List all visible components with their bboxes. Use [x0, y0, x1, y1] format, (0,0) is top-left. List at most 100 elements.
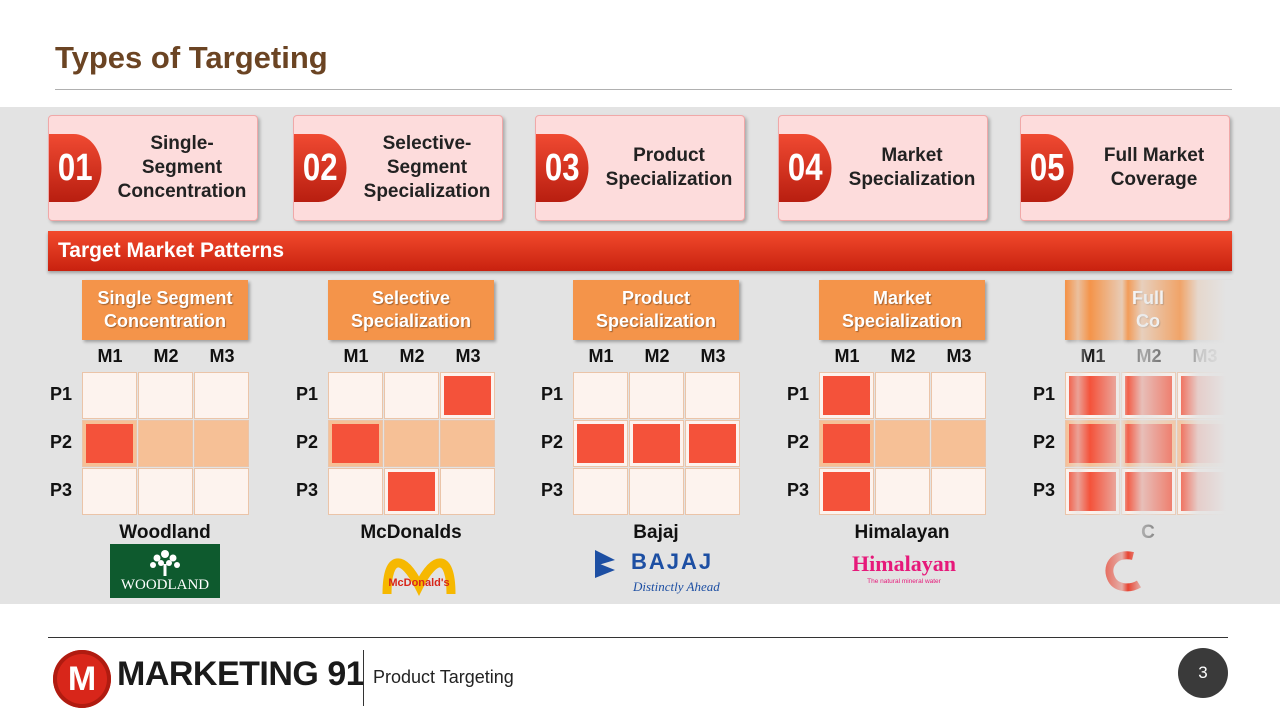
grid-cell-p2-m3 [194, 420, 249, 467]
market-label: M3 [946, 346, 972, 366]
market-label: M3 [700, 346, 726, 366]
grid-cell-p1-m2 [138, 372, 193, 419]
grid-cell-p2-m2 [629, 420, 684, 467]
bajaj-tagline: Distinctly Ahead [632, 579, 720, 594]
grid-cell-p3-m1 [819, 468, 874, 515]
grid-cell-p2-m2 [384, 420, 439, 467]
type-label: Full Market Coverage [1103, 145, 1205, 190]
grid-cell-p2-m3 [1177, 420, 1232, 467]
segment-targeted [1125, 424, 1172, 463]
market-label: M1 [1080, 346, 1106, 366]
himalayan-logo-text: Himalayan [852, 551, 956, 576]
pattern-heading: Selective Specialization [328, 280, 494, 340]
type-card-5[interactable]: 05 Full Market Coverage [1020, 115, 1230, 221]
type-number-badge: 01 [49, 134, 102, 202]
segment-grid [1065, 372, 1233, 517]
product-label: P1 [50, 384, 73, 404]
product-label: P2 [50, 432, 73, 452]
product-label: P2 [1033, 432, 1056, 452]
market-label: M3 [209, 346, 235, 366]
grid-cell-p3-m1 [82, 468, 137, 515]
type-label: Selective- Segment Specialization [363, 133, 491, 202]
grid-cell-p1-m3 [685, 372, 740, 419]
grid-cell-p1-m3 [931, 372, 986, 419]
type-card-2[interactable]: 02 Selective- Segment Specialization [293, 115, 503, 221]
market-label: M1 [588, 346, 614, 366]
patterns-title: Target Market Patterns [58, 239, 285, 262]
grid-cell-p1-m2 [384, 372, 439, 419]
product-label: P3 [787, 480, 810, 500]
footer-vertical-divider [363, 650, 364, 706]
product-label: P3 [50, 480, 73, 500]
market-label: M1 [97, 346, 123, 366]
target-market-patterns-bar: Target Market Patterns [48, 231, 1232, 271]
grid-cell-p1-m1 [1065, 372, 1120, 419]
type-number-badge: 02 [294, 134, 347, 202]
grid-cell-p3-m1 [1065, 468, 1120, 515]
grid-cell-p1-m1 [328, 372, 383, 419]
brand-name: Himalayan [854, 522, 950, 543]
type-card-1[interactable]: 01 Single- Segment Concentration [48, 115, 258, 221]
grid-cell-p2-m3 [931, 420, 986, 467]
segment-targeted [86, 424, 133, 463]
marketing91-logo-mark: M [53, 650, 111, 708]
market-label: M2 [153, 346, 179, 366]
grid-cell-p2-m2 [138, 420, 193, 467]
product-label: P2 [787, 432, 810, 452]
grid-cell-p1-m1 [573, 372, 628, 419]
product-label: P1 [296, 384, 319, 404]
pattern-heading: Full Co [1065, 280, 1231, 340]
type-label: Product Specialization [605, 145, 733, 190]
market-label: M2 [890, 346, 916, 366]
segment-targeted [633, 424, 680, 463]
type-card-3[interactable]: 03 Product Specialization [535, 115, 745, 221]
brand-name: Bajaj [633, 522, 679, 543]
grid-cell-p1-m1 [82, 372, 137, 419]
market-label: M2 [1136, 346, 1162, 366]
pattern-heading: Single Segment Concentration [82, 280, 248, 340]
type-number-badge: 05 [1021, 134, 1074, 202]
footer-divider [48, 637, 1228, 638]
segment-targeted [1125, 376, 1172, 415]
type-card-4[interactable]: 04 Market Specialization [778, 115, 988, 221]
product-label: P3 [1033, 480, 1056, 500]
slide-title: Types of Targeting [55, 40, 328, 75]
grid-cell-p1-m3 [440, 372, 495, 419]
grid-cell-p3-m2 [138, 468, 193, 515]
title-divider [55, 89, 1232, 90]
type-number-badge: 03 [536, 134, 589, 202]
segment-grid [82, 372, 250, 517]
brand-name: C [1141, 522, 1155, 543]
grid-cell-p2-m3 [440, 420, 495, 467]
grid-cell-p3-m1 [573, 468, 628, 515]
grid-cell-p2-m2 [875, 420, 930, 467]
footer-section-label: Product Targeting [373, 667, 514, 687]
grid-cell-p2-m1 [82, 420, 137, 467]
pattern-heading: Product Specialization [573, 280, 739, 340]
segment-grid [819, 372, 987, 517]
product-label: P3 [296, 480, 319, 500]
segment-grid [573, 372, 741, 517]
bajaj-logo-text: BAJAJ [631, 549, 713, 574]
segment-targeted [1069, 424, 1116, 463]
grid-cell-p1-m3 [1177, 372, 1232, 419]
segment-targeted [1069, 472, 1116, 511]
grid-cell-p2-m1 [328, 420, 383, 467]
market-label: M3 [1192, 346, 1218, 366]
brand-name: Woodland [119, 522, 211, 543]
mcdonalds-logo-text: McDonald's [388, 577, 449, 589]
grid-cell-p3-m3 [1177, 468, 1232, 515]
market-label: M3 [455, 346, 481, 366]
product-label: P1 [787, 384, 810, 404]
segment-targeted [577, 424, 624, 463]
segment-targeted [1181, 376, 1228, 415]
grid-cell-p1-m1 [819, 372, 874, 419]
marketing91-wordmark: MARKETING 91 [117, 655, 365, 693]
grid-cell-p3-m3 [931, 468, 986, 515]
himalayan-tagline: The natural mineral water [867, 578, 942, 585]
grid-cell-p3-m2 [875, 468, 930, 515]
